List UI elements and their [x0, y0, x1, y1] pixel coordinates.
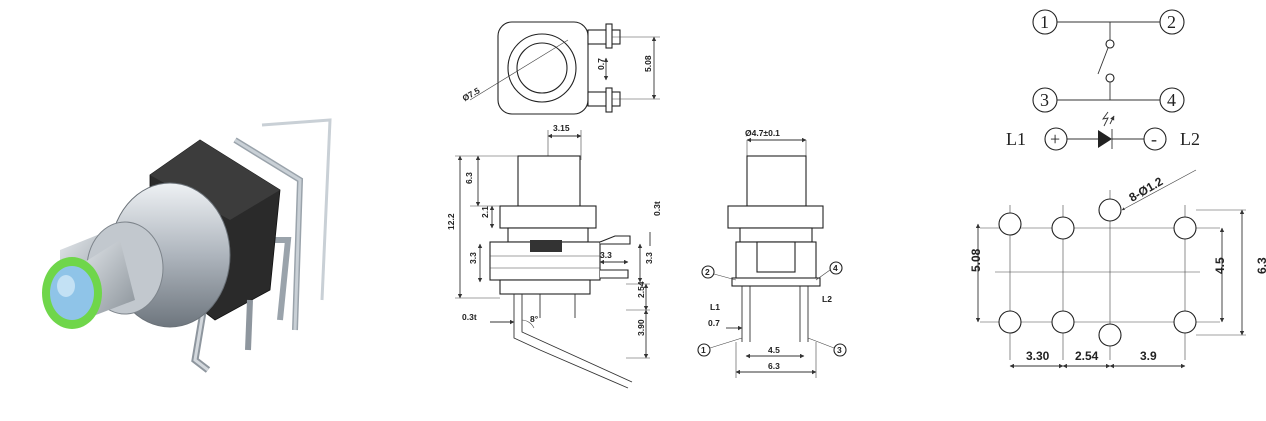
- front-pin-3: 3: [837, 345, 842, 355]
- schematic-L2: L2: [1180, 129, 1200, 149]
- side-dim-33-right: 3.3: [644, 252, 654, 264]
- switch-contact: [1097, 47, 1109, 75]
- hole: [998, 310, 1022, 334]
- side-actuator: [517, 155, 581, 207]
- node-1: 1: [1040, 12, 1049, 32]
- hole: [1051, 310, 1075, 334]
- side-angle-label: 8°: [530, 314, 539, 324]
- footprint-dim-508: 5.08: [969, 248, 983, 272]
- hole: [1098, 323, 1122, 347]
- front-pin-1: 1: [701, 345, 706, 355]
- side-dim-122: 12.2: [446, 213, 456, 230]
- top-dim-508: 5.08: [643, 55, 653, 72]
- footprint-dim-45: 4.5: [1213, 257, 1227, 274]
- hole: [998, 212, 1022, 236]
- led-symbol: [1098, 130, 1112, 148]
- side-dim-63: 6.3: [464, 172, 474, 184]
- node-4: 4: [1167, 90, 1176, 110]
- top-diameter-label: Ø7.5: [461, 85, 482, 103]
- footprint-dim-63: 6.3: [1255, 257, 1266, 274]
- hole: [1173, 216, 1197, 240]
- front-diameter-label: Ø4.7±0.1: [745, 128, 780, 138]
- side-dim-390: 3.90: [636, 319, 646, 336]
- side-dim-21: 2.1: [480, 206, 490, 218]
- circuit-schematic: 1 2 3 4 L1 + - L2: [1006, 9, 1200, 151]
- front-dim-07: 0.7: [708, 318, 720, 328]
- front-L2: L2: [822, 294, 832, 304]
- front-L1: L1: [710, 302, 720, 312]
- footprint-dim-39: 3.9: [1140, 349, 1157, 363]
- top-view-drawing: Ø7.5 5.08 0.7: [461, 21, 660, 115]
- front-dim-45: 4.5: [768, 345, 780, 355]
- plus-sign: +: [1050, 129, 1060, 149]
- product-photo: [42, 118, 332, 373]
- side-dim-03t-bottom: 0.3t: [462, 312, 477, 322]
- minus-sign: -: [1151, 129, 1157, 149]
- side-view-drawing: 3.15 12.2 6.3 2.1 3.3 3.3 3.3 0.3t: [446, 123, 662, 389]
- hole: [1051, 216, 1075, 240]
- front-view-drawing: Ø4.7±0.1 2 4 L1 L2 0.7 1 3 4.5 6.3: [697, 128, 847, 378]
- front-dim-63: 6.3: [768, 361, 780, 371]
- side-dim-254: 2.54: [636, 281, 646, 298]
- front-pin-2: 2: [705, 267, 710, 277]
- hole: [1098, 198, 1122, 222]
- node-3: 3: [1040, 90, 1049, 110]
- top-dim-07: 0.7: [596, 58, 606, 70]
- node-2: 2: [1167, 12, 1176, 32]
- pcb-footprint: 8-Ø1.2 5.08 4.5 6.3 3.30 2.54 3.9: [969, 169, 1266, 369]
- footprint-dim-254: 2.54: [1075, 349, 1099, 363]
- hole: [1173, 310, 1197, 334]
- front-pin-4: 4: [833, 263, 838, 273]
- side-dim-33-left: 3.3: [468, 252, 478, 264]
- side-dim-315: 3.15: [553, 123, 570, 133]
- footprint-dim-330: 3.30: [1026, 349, 1050, 363]
- side-dim-33-mid: 3.3: [600, 250, 612, 260]
- side-dim-03t-top: 0.3t: [652, 201, 662, 216]
- schematic-L1: L1: [1006, 129, 1026, 149]
